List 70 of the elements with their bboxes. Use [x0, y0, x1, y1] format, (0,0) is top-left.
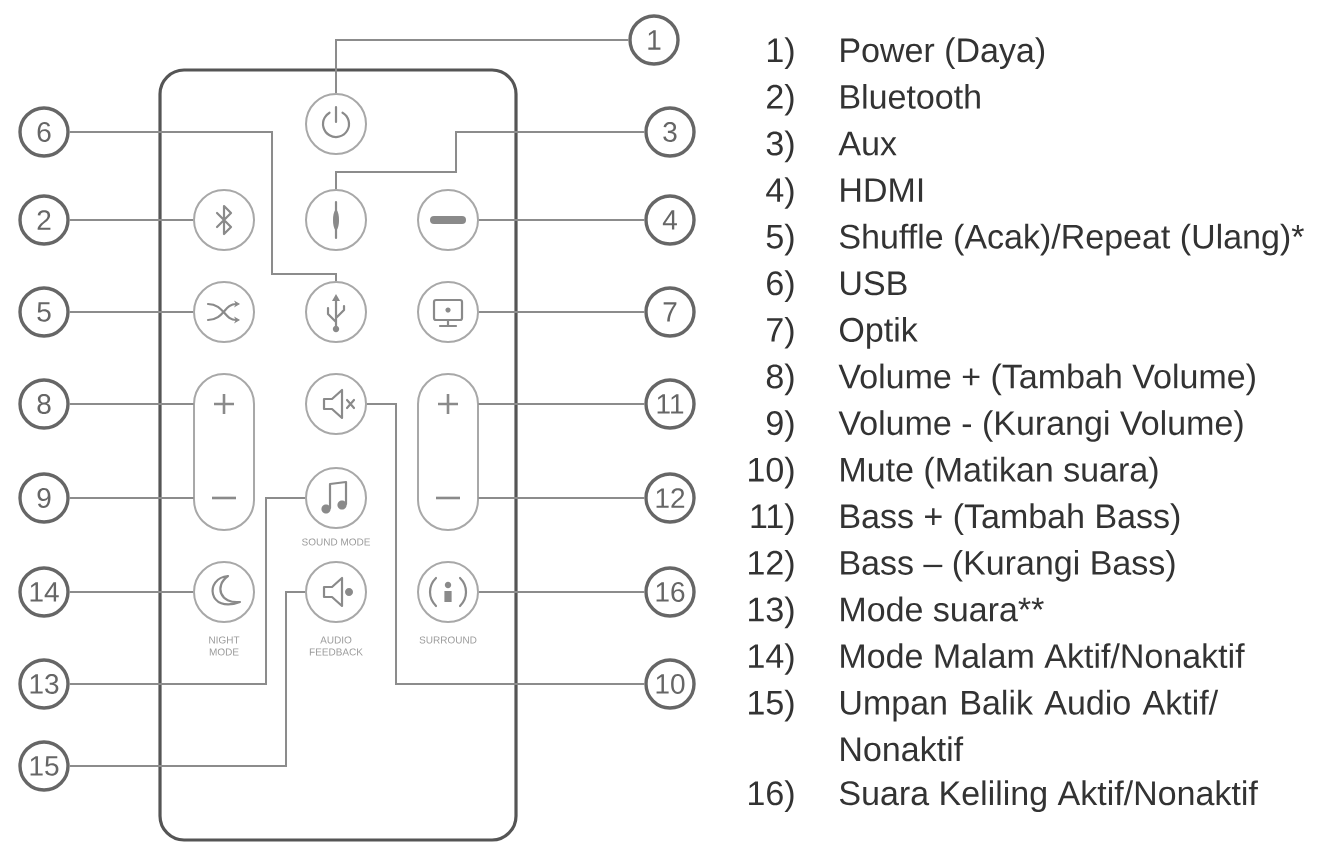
callout-number: 1 [628, 14, 680, 66]
list-item: HDMI [841, 178, 923, 202]
list-item: Suara Keliling Aktif/Nonaktif [839, 780, 1258, 813]
leader-line [478, 219, 646, 221]
list-number: 5) [766, 223, 794, 256]
leader-line [68, 131, 337, 282]
leader-line [68, 591, 194, 593]
leader-line [366, 403, 646, 685]
list-item: Aux [838, 131, 897, 156]
list-item: Volume - (Kurangi Volume) [838, 410, 1243, 442]
callout-number: 4 [644, 194, 696, 246]
list-item: Optik [840, 316, 918, 349]
callout-number: 11 [644, 378, 696, 430]
callout-number: 6 [18, 106, 70, 158]
leader-line [68, 311, 194, 313]
list-item: USB [841, 271, 907, 296]
callout-number: 13 [18, 658, 70, 710]
list-item: Bluetooth [841, 83, 980, 109]
leader-line [477, 403, 646, 405]
list-number: 8) [766, 363, 794, 396]
leader-line [68, 219, 194, 221]
list-item: Shuffle (Acak)/Repeat (Ulang)* [839, 223, 1304, 256]
list-number: 11) [751, 503, 794, 535]
leader-line [68, 403, 195, 405]
leader-line [335, 39, 630, 94]
callout-number: 16 [644, 566, 696, 618]
list-item: Mode Malam Aktif/Nonaktif [841, 643, 1245, 669]
leader-line [478, 311, 646, 313]
list-item: Power (Daya) [841, 37, 1045, 70]
rocker-button [417, 373, 479, 531]
list-number: 6) [767, 270, 794, 302]
minus-icon [212, 496, 236, 500]
minus-icon [436, 496, 460, 500]
list-number: 9) [766, 410, 794, 442]
list-number: 3) [766, 130, 794, 163]
callout-number: 10 [644, 658, 696, 710]
leader-line [478, 591, 646, 593]
plus-icon [436, 392, 460, 416]
callout-number: 8 [18, 378, 70, 430]
callout-number: 2 [18, 194, 70, 246]
list-item: Bass + (Tambah Bass) [841, 503, 1180, 535]
list-item: Mode suara** [841, 596, 1044, 622]
callout-number: 15 [18, 740, 70, 792]
callout-number: 12 [644, 472, 696, 524]
list-number: 15) [749, 689, 794, 722]
rocker-button [193, 373, 255, 531]
callout-number: 5 [18, 286, 70, 338]
leader-line [68, 591, 306, 767]
list-item: Bass – (Kurangi Bass) [841, 549, 1175, 582]
list-number: 1) [767, 37, 794, 69]
list-number: 12) [749, 549, 794, 582]
leader-line [68, 497, 195, 499]
list-number: 16) [749, 780, 794, 812]
callout-number: 3 [644, 106, 696, 158]
leader-line [477, 497, 646, 499]
leader-line [335, 131, 646, 190]
list-item: Mute (Matikan suara) [841, 456, 1158, 489]
list-number: 4) [766, 177, 794, 209]
list-item: Volume + (Tambah Volume) [838, 363, 1255, 396]
callout-number: 9 [18, 472, 70, 524]
callout-number: 14 [18, 566, 70, 618]
callout-number: 7 [644, 286, 696, 338]
list-number: 7) [767, 316, 794, 349]
list-number: 14) [749, 643, 794, 675]
list-item: Umpan Balik Audio Aktif/ Nonaktif [841, 689, 1219, 762]
list-number: 2) [767, 83, 794, 116]
list-number: 13) [749, 596, 794, 629]
leader-line [68, 497, 306, 685]
list-number: 10) [749, 456, 794, 489]
plus-icon [212, 392, 236, 416]
